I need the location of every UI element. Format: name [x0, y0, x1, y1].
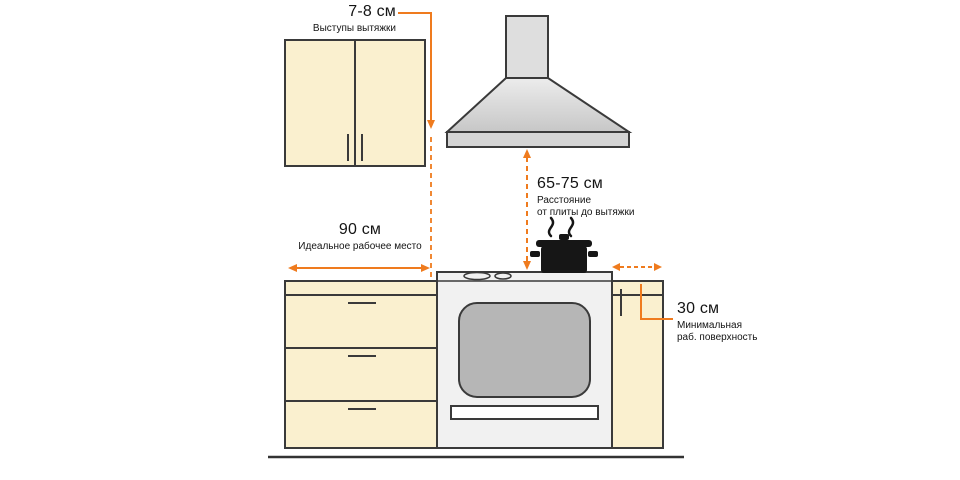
min-surface-label: 30 см Минимальная раб. поверхность	[677, 300, 757, 344]
pot-body	[541, 246, 587, 273]
hood-protrusion-caption: Выступы вытяжки	[312, 23, 396, 34]
range-hood	[444, 15, 633, 148]
hood-distance-value: 65-75 см	[537, 175, 603, 192]
min-surface-value: 30 см	[677, 300, 720, 317]
dimension-annotations	[288, 12, 673, 320]
worktop-caption: Идеальное рабочее место	[298, 241, 422, 252]
hood-chimney	[505, 15, 549, 79]
worktop-arrowhead-left	[288, 264, 297, 272]
oven-window	[458, 302, 591, 398]
pot-handle-right	[588, 251, 598, 257]
hood-distance-caption: Расстояние от плиты до вытяжки	[537, 195, 635, 218]
worktop-value: 90 см	[338, 221, 382, 238]
upper-cabinet	[284, 39, 426, 167]
worktop-label: 90 см Идеальное рабочее место	[270, 221, 450, 253]
worktop-arrowhead-right	[421, 264, 430, 272]
hood-distance-label: 65-75 см Расстояние от плиты до вытяжки	[537, 175, 634, 219]
stove	[436, 271, 613, 449]
oven-drawer-handle	[450, 405, 599, 420]
pot-lid	[536, 240, 592, 247]
hood-protrusion-value: 7-8 см	[348, 3, 396, 20]
min-surface-arrowhead-left	[612, 263, 620, 271]
pot	[530, 216, 598, 273]
hood-distance-arrowhead-down	[523, 261, 531, 270]
hood-protrusion-leader	[398, 12, 432, 121]
min-surface-leader	[640, 284, 673, 320]
hood-protrusion-arrowhead	[427, 120, 435, 129]
min-surface-caption: Минимальная раб. поверхность	[677, 320, 758, 343]
base-cabinet-left-body	[284, 280, 438, 449]
hood-protrusion-label: 7-8 см Выступы вытяжки	[313, 3, 396, 35]
pot-handle-left	[530, 251, 540, 257]
hood-distance-arrowhead-up	[523, 149, 531, 158]
hood-canopy	[444, 77, 633, 133]
base-cabinet-left	[284, 280, 438, 449]
steam-left-icon	[547, 216, 555, 238]
burner-small	[494, 272, 512, 280]
pot-lid-knob	[559, 234, 569, 240]
base-cabinet-right	[611, 280, 664, 449]
steam-right-icon	[567, 216, 575, 238]
burner-large	[463, 271, 491, 281]
hood-rim	[446, 131, 630, 148]
base-cabinet-right-body	[611, 280, 664, 449]
min-surface-arrowhead-right	[654, 263, 662, 271]
